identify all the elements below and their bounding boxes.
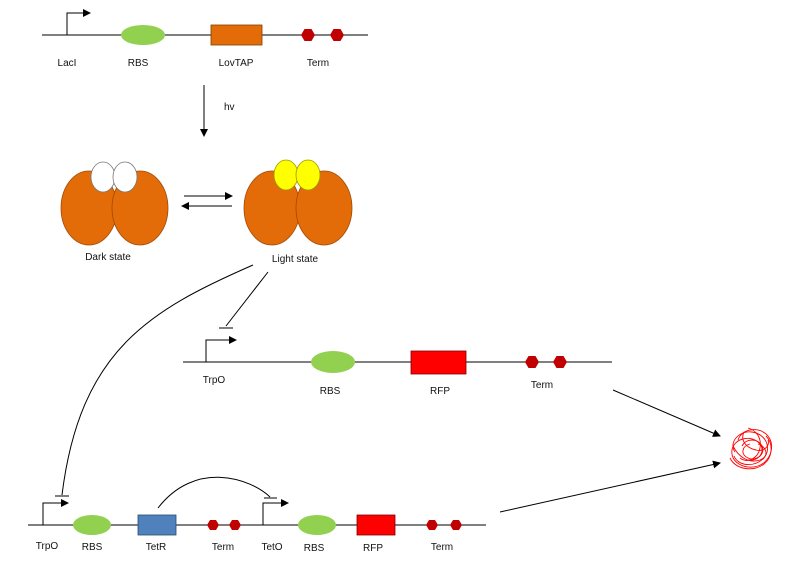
repression-line-trpo-1: [225, 271, 269, 327]
dark-state-label: Dark state: [85, 252, 131, 263]
laci-label: LacI: [57, 58, 77, 69]
tetr-repression-arc: [157, 476, 271, 509]
terminator-hexagon: [330, 29, 344, 41]
teto-label: TetO: [261, 542, 283, 553]
rbs-shape-4: [298, 515, 336, 535]
tetr-gene-box: [137, 514, 177, 536]
light-state-protein: [243, 159, 353, 246]
rbs-label: RBS: [127, 58, 149, 69]
rfp-gene-box: [356, 514, 396, 536]
terminator-hexagon: [426, 520, 438, 530]
term-label: Term: [430, 542, 454, 553]
hv-label: hv: [224, 102, 235, 113]
term-label: Term: [530, 380, 554, 391]
output-arrow-1: [612, 389, 721, 437]
tetr-label: TetR: [145, 542, 167, 553]
construct-lovtap: [42, 9, 368, 46]
terminator-hexagon: [450, 520, 462, 530]
trpo-promoter-arrow: [205, 336, 237, 362]
trpo-promoter-arrow: [42, 499, 69, 525]
rbs-shape-1: [121, 25, 165, 45]
term-label: Term: [306, 58, 330, 69]
lovtap-label: LovTAP: [218, 58, 254, 69]
trpo-label: TrpO: [35, 541, 59, 552]
rfp-label: RFP: [430, 386, 450, 397]
rbs-label: RBS: [319, 386, 341, 397]
lov-domain-dark: [112, 161, 138, 193]
dark-state-protein: [60, 161, 169, 246]
rbs-shape-2: [311, 351, 355, 373]
rfp-label: RFP: [363, 543, 383, 554]
lov-domain-dark: [90, 161, 116, 193]
rbs-label: RBS: [303, 543, 325, 554]
output-arrow-2: [499, 460, 721, 513]
lov-domain-light: [273, 159, 299, 191]
laci-promoter-arrow: [66, 9, 91, 35]
construct-trpo-rfp: [183, 336, 612, 375]
terminator-hexagon: [207, 520, 219, 530]
terminator-hexagon: [301, 29, 315, 41]
repression-curve-trpo-2: [61, 264, 254, 496]
rfp-gene-box: [410, 350, 467, 375]
rbs-label: RBS: [81, 542, 103, 553]
terminator-hexagon: [229, 520, 241, 530]
term-label: Term: [211, 542, 235, 553]
terminator-hexagon: [553, 356, 567, 368]
light-state-label: Light state: [271, 254, 319, 265]
trpo-label: TrpO: [202, 375, 226, 386]
terminator-hexagon: [525, 356, 539, 368]
lovtap-gene-box: [210, 24, 263, 46]
teto-promoter-arrow: [262, 499, 289, 525]
lov-domain-light: [295, 159, 321, 191]
construct-tetr-inverter: [28, 476, 486, 536]
rbs-shape-3: [73, 515, 111, 535]
rfp-protein-aggregate: [729, 427, 772, 470]
